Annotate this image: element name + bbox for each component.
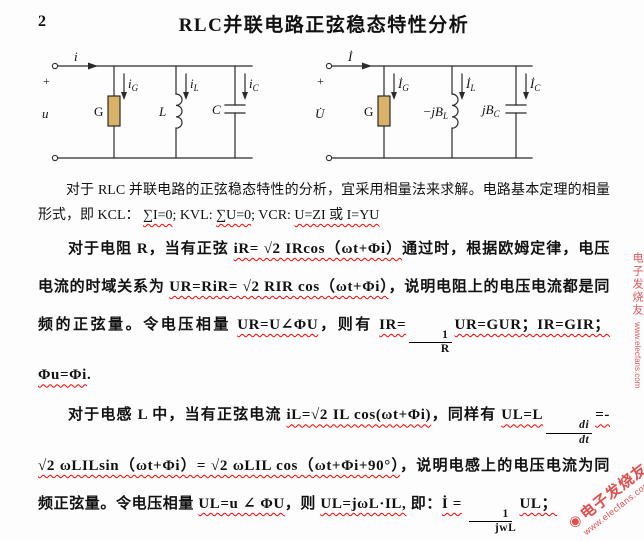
terminal-bottom xyxy=(325,154,333,162)
branch-current-label-l: İL xyxy=(465,76,475,93)
voltage-label: u xyxy=(42,106,49,121)
branch-label-capacitive-susceptance: jBC xyxy=(480,102,501,119)
text-run: ; VCR: xyxy=(251,208,295,223)
inductor-symbol xyxy=(175,93,183,129)
text-run: ; KVL: xyxy=(172,208,217,223)
text-run: . xyxy=(86,367,92,384)
formula: İ = xyxy=(441,495,462,512)
current-label: i xyxy=(74,49,78,64)
formula-kcl: ∑I=0 xyxy=(143,208,173,223)
formula: UR=U∠ΦU xyxy=(237,317,319,333)
section-number: 2 xyxy=(38,13,46,30)
text-run: ，说明电感上的电压电流为同频正弦量。令电压相量 xyxy=(38,457,610,512)
formula: =- xyxy=(595,407,610,424)
terminal-top xyxy=(51,62,59,70)
text-run: 对于电阻 R，当有正弦 xyxy=(68,241,234,257)
branch-current-label-g: İG xyxy=(397,76,409,93)
formula: Φu=Φi xyxy=(38,367,87,384)
paragraph-inductor: 对于电感 L 中，当有正弦电流 iL=√2 IL cos(ωt+Φi)，同样有 … xyxy=(38,396,610,535)
formula: iL=√2 IL cos(ωt+Φi) xyxy=(286,407,432,424)
formula-kvl: ∑U=0 xyxy=(216,208,252,223)
text-run: 即： xyxy=(406,495,442,512)
formula: iR= √2 IRcos（ωt+Φi） xyxy=(233,241,403,257)
text-run: 通过时，根据欧姆定律，电压电流的时域关系为 xyxy=(38,241,610,295)
circuit-diagram-time-domain: i + u G L C iG iL iC xyxy=(42,49,260,162)
formula: UL=u ∠ ΦU xyxy=(198,495,285,512)
heading-row: 2 RLC并联电路正弦稳态特性分析 xyxy=(38,10,610,40)
paragraph-intro: 对于 RLC 并联电路的正弦稳态特性的分析，宜采用相量法来求解。电路基本定理的相… xyxy=(38,178,610,228)
circuit-diagram-phasor-domain: İ + U̇ G −jBL jBC İG İL İC xyxy=(315,49,541,162)
formula: √2 ωLILsin（ωt+Φi）= √2 ωLIL cos（ωt+Φi+90°… xyxy=(38,457,401,474)
formula: IR= xyxy=(379,317,407,333)
current-arrowheads xyxy=(362,62,529,100)
text-run: 对于 RLC 并联电路的正弦稳态特性的分析，宜采用相量法来求解。电路基本定理的相… xyxy=(38,183,610,223)
terminal-top xyxy=(325,62,333,70)
terminal-bottom xyxy=(51,154,59,162)
branch-label-conductance: G xyxy=(94,104,103,119)
plus-sign: + xyxy=(43,74,50,88)
text-run: ，则有 xyxy=(318,317,380,333)
branch-label-capacitor: C xyxy=(212,102,221,117)
inductor-symbol xyxy=(451,93,459,129)
page-title: RLC并联电路正弦稳态特性分析 xyxy=(178,15,470,36)
paragraph-resistor: 对于电阻 R，当有正弦 iR= √2 IRcos（ωt+Φi）通过时，根据欧姆定… xyxy=(38,230,610,394)
text-run: 对于电感 L 中，当有正弦电流 xyxy=(68,407,287,424)
current-label: İ xyxy=(347,49,353,64)
text-run: ，则 xyxy=(284,495,321,512)
formula: UR=GUR；IR=GIR； xyxy=(454,317,611,333)
plus-sign: + xyxy=(317,74,324,88)
conductance-box-symbol xyxy=(107,95,121,127)
branch-current-label-c: iC xyxy=(249,76,260,93)
formula-vcr: U=ZI 或 I=YU xyxy=(294,208,380,223)
formula: UL=L xyxy=(501,407,544,424)
branch-label-inductive-susceptance: −jBL xyxy=(423,104,448,121)
conductance-box-symbol xyxy=(377,95,391,127)
text-run: ，同样有 xyxy=(431,407,502,424)
voltage-label: U̇ xyxy=(315,106,326,121)
circuit-figures: i + u G L C iG iL iC xyxy=(38,48,610,172)
text-run: ，说明电阻上的电压电流都是同频的正弦量。令电压相量 xyxy=(38,279,610,333)
current-arrowheads xyxy=(88,62,248,100)
branch-current-label-g: iG xyxy=(128,76,139,93)
formula: UL； xyxy=(519,495,558,512)
branch-current-label-c: İC xyxy=(529,76,541,93)
branch-label-inductor: L xyxy=(158,104,166,119)
formula: UR=RiR= √2 RIR cos（ωt+Φi） xyxy=(169,279,389,295)
branch-label-conductance: G xyxy=(364,104,373,119)
formula: UL=jωL·IL, xyxy=(320,495,407,512)
branch-current-label-l: iL xyxy=(190,76,199,93)
